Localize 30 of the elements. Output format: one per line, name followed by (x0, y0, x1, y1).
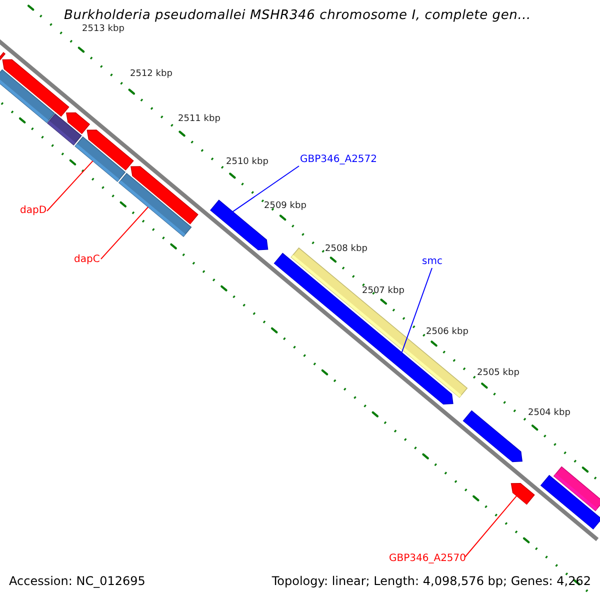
scale-label: 2510 kbp (226, 158, 268, 168)
gene-feature (0, 69, 55, 124)
gene-label: dapC (74, 254, 100, 265)
scale-label: 2507 kbp (362, 287, 404, 297)
genome-info-text: Topology: linear; Length: 4,098,576 bp; Genes: 4,262 (272, 575, 591, 588)
gene-feature (66, 112, 90, 134)
scale-label: 2504 kbp (528, 409, 570, 419)
gene-feature (462, 410, 523, 462)
accession-text: Accession: NC_012695 (9, 575, 146, 588)
gene-label: GBP346_A2572 (300, 154, 378, 165)
leader-line (232, 166, 300, 212)
gene-label: GBP346_A2570 (389, 553, 466, 564)
gene-feature (553, 466, 600, 512)
scale-label: 2513 kbp (82, 25, 124, 35)
scale-label: 2506 kbp (426, 328, 468, 338)
scale-label: 2505 kbp (477, 369, 520, 379)
scale-label: 2509 kbp (264, 202, 306, 212)
gene-label: dapD (20, 205, 47, 216)
leader-line (46, 160, 94, 212)
scale-label: 2512 kbp (130, 70, 172, 80)
title: Burkholderia pseudomallei MSHR346 chromosome I, complete gen... (64, 9, 531, 24)
gene-feature (74, 136, 126, 182)
leader-line (100, 206, 149, 260)
gene-label: smc (422, 256, 442, 267)
gene-feature (510, 482, 535, 505)
scale-label: 2511 kbp (178, 115, 220, 125)
leader-line (464, 495, 518, 558)
leader-line (401, 268, 432, 354)
scale-label: 2508 kbp (325, 245, 368, 255)
gene-feature (118, 172, 192, 237)
